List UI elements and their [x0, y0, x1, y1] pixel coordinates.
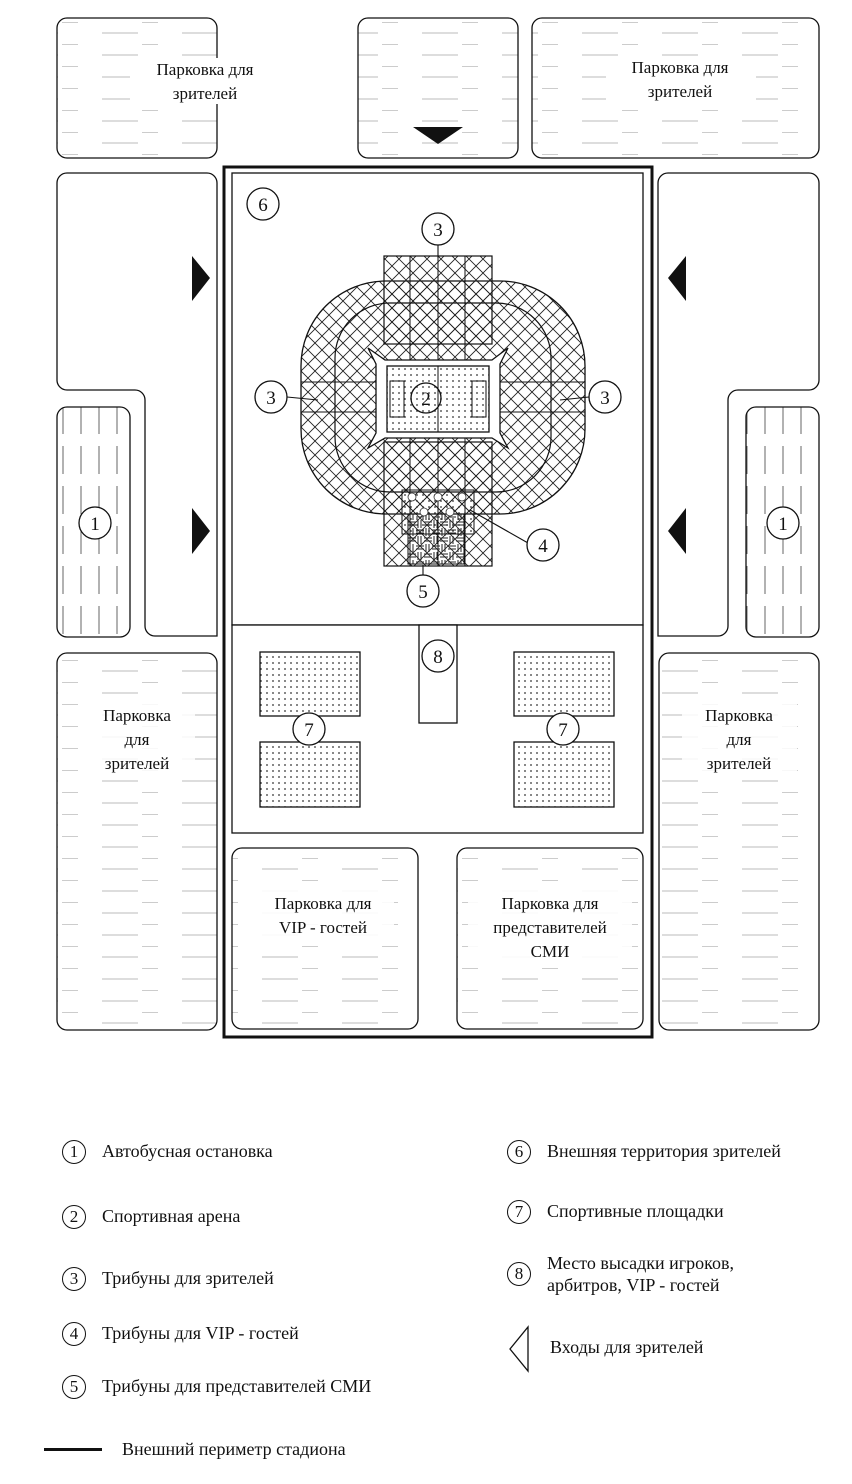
legend-item-4: 4 Трибуны для VIP - гостей [62, 1322, 299, 1346]
sports-ground-4 [513, 741, 615, 808]
entrance-triangle-right-2 [668, 508, 686, 554]
legend-num: 3 [62, 1267, 86, 1291]
media-stands-area [407, 513, 465, 565]
svg-text:5: 5 [418, 582, 428, 603]
parking-left-line1: Парковка [103, 706, 171, 725]
marker-3-top: 3 [421, 212, 455, 246]
sports-ground-2 [259, 741, 361, 808]
legend-text: Спортивная арена [102, 1206, 241, 1226]
stadium-plan: Парковка [56, 17, 820, 1039]
stadium-bowl [300, 255, 586, 567]
marker-7-left: 7 [292, 712, 326, 746]
parking-top-right-line1: Парковка для [632, 58, 729, 77]
marker-5: 5 [406, 574, 440, 608]
legend-text: Внешняя территория зрителей [547, 1141, 781, 1161]
legend-num: 2 [62, 1205, 86, 1229]
entrance-triangle-icon [509, 1325, 529, 1373]
legend-text: Спортивные площадки [547, 1201, 724, 1221]
marker-3-right: 3 [588, 380, 622, 414]
parking-right-line1: Парковка [705, 706, 773, 725]
legend-item-5: 5 Трибуны для представителей СМИ [62, 1375, 371, 1399]
legend-num: 4 [62, 1322, 86, 1346]
svg-text:8: 8 [433, 647, 443, 668]
legend-item-8: 8 Место высадки игроков, арбитров, VIP -… [507, 1252, 787, 1296]
legend-text: Трибуны для VIP - гостей [102, 1323, 299, 1343]
road-left [56, 172, 218, 637]
marker-1-right: 1 [766, 506, 800, 540]
parking-right-line3: зрителей [707, 754, 771, 773]
parking-top-left-line2: зрителей [173, 84, 237, 103]
legend-item-7: 7 Спортивные площадки [507, 1200, 724, 1224]
parking-vip-line2: VIP - гостей [279, 918, 367, 937]
entrance-triangle-top [413, 127, 463, 144]
marker-8: 8 [421, 639, 455, 673]
parking-media-line2: представителей [493, 918, 607, 937]
entrance-triangle-left-1 [192, 256, 210, 301]
legend-text: Внешний периметр стадиона [122, 1439, 346, 1459]
svg-text:3: 3 [433, 220, 443, 241]
legend-num: 1 [62, 1140, 86, 1164]
legend-item-3: 3 Трибуны для зрителей [62, 1267, 274, 1291]
svg-text:1: 1 [778, 514, 788, 535]
marker-7-right: 7 [546, 712, 580, 746]
svg-text:6: 6 [258, 195, 268, 216]
entrance-triangle-left-2 [192, 508, 210, 554]
parking-top-right-line2: зрителей [648, 82, 712, 101]
legend-item-2: 2 Спортивная арена [62, 1205, 240, 1229]
parking-vip-line1: Парковка для [275, 894, 372, 913]
marker-1-left: 1 [78, 506, 112, 540]
parking-top-left-line1: Парковка для [157, 60, 254, 79]
legend-text: Место высадки игроков, арбитров, VIP - г… [547, 1253, 734, 1295]
sports-ground-3 [513, 651, 615, 717]
legend-text: Автобусная остановка [102, 1141, 273, 1161]
svg-text:3: 3 [266, 388, 276, 409]
legend-item-entrance: Входы для зрителей [508, 1325, 703, 1373]
entrance-road-top [357, 17, 519, 159]
marker-4: 4 [526, 528, 560, 562]
legend-text: Входы для зрителей [550, 1337, 704, 1357]
legend-num: 5 [62, 1375, 86, 1399]
entrance-triangle-right-1 [668, 256, 686, 301]
svg-text:3: 3 [600, 388, 610, 409]
legend-item-perimeter: Внешний периметр стадиона [44, 1438, 346, 1460]
svg-text:7: 7 [558, 720, 568, 741]
parking-left-line3: зрителей [105, 754, 169, 773]
marker-2: 2 [410, 382, 442, 414]
marker-6: 6 [246, 187, 280, 221]
parking-media-line1: Парковка для [502, 894, 599, 913]
svg-text:1: 1 [90, 514, 100, 535]
parking-vip [231, 847, 419, 1030]
svg-text:7: 7 [304, 720, 314, 741]
legend-item-6: 6 Внешняя территория зрителей [507, 1140, 781, 1164]
parking-right-line2: для [727, 730, 752, 749]
parking-left-line2: для [125, 730, 150, 749]
legend-item-1: 1 Автобусная остановка [62, 1140, 273, 1164]
svg-text:2: 2 [421, 389, 431, 410]
perimeter-line-icon [44, 1448, 102, 1451]
marker-3-left: 3 [254, 380, 288, 414]
legend-text: Трибуны для представителей СМИ [102, 1376, 372, 1396]
legend-text: Трибуны для зрителей [102, 1268, 274, 1288]
legend-num: 8 [507, 1262, 531, 1286]
parking-media-line3: СМИ [531, 942, 570, 961]
svg-text:4: 4 [538, 536, 548, 557]
road-right [657, 172, 820, 637]
sports-ground-1 [259, 651, 361, 717]
legend-num: 6 [507, 1140, 531, 1164]
legend-num: 7 [507, 1200, 531, 1224]
